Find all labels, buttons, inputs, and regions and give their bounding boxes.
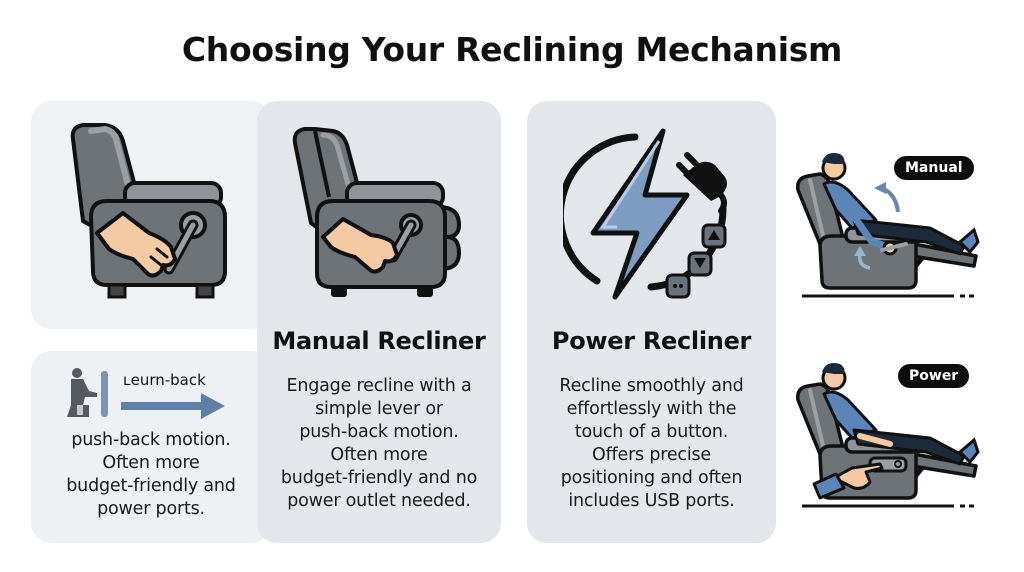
person-manual-recline-illustration	[795, 153, 980, 298]
pushback-figure-icon	[67, 368, 108, 417]
power-recliner-card: Power Recliner Recline smoothly and effo…	[527, 101, 776, 543]
pushback-label: ʟeurn-back	[123, 371, 206, 389]
manual-heading: Manual Recliner	[272, 327, 486, 355]
pushback-description: push-back motion. Often more budget-frie…	[66, 430, 236, 519]
power-badge: Power	[898, 364, 970, 388]
pushback-panel: ʟeurn-back push-back motion. Often more …	[31, 351, 271, 543]
manual-badge: Manual	[894, 156, 974, 180]
arrow-right-icon	[121, 393, 225, 419]
power-heading: Power Recliner	[551, 327, 752, 355]
page-title: Choosing Your Reclining Mechanism	[181, 30, 843, 69]
power-bolt-plug-icon	[563, 128, 727, 300]
power-description: Recline smoothly and effortlessly with t…	[559, 376, 744, 511]
person-power-recline-illustration	[795, 363, 980, 508]
manual-recliner-icon	[292, 127, 462, 297]
manual-description: Engage recline with a simple lever or pu…	[280, 376, 478, 511]
lever-chair-panel	[31, 101, 271, 329]
lever-recliner-icon	[70, 123, 227, 299]
manual-recliner-card: Manual Recliner Engage recline with a si…	[257, 101, 501, 543]
